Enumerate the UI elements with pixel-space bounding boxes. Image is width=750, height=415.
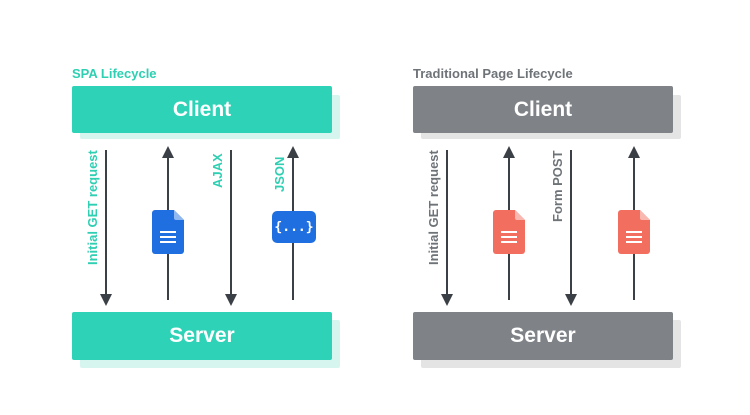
spa-client-box: Client xyxy=(72,86,332,133)
spa-server-box: Server xyxy=(72,312,332,360)
spa-html-document-icon xyxy=(152,210,184,254)
traditional-initial-get-label: Initial GET request xyxy=(426,150,441,265)
json-badge-text: {...} xyxy=(274,219,314,235)
traditional-client-box: Client xyxy=(413,86,673,133)
traditional-lifecycle-title: Traditional Page Lifecycle xyxy=(413,66,573,81)
traditional-server-box: Server xyxy=(413,312,673,360)
traditional-client-label: Client xyxy=(513,97,573,121)
traditional-html-document-icon-2 xyxy=(618,210,650,254)
spa-lifecycle-title: SPA Lifecycle xyxy=(72,66,157,81)
json-data-badge: {...} xyxy=(272,211,316,243)
traditional-server-label: Server xyxy=(510,324,576,347)
spa-client-label: Client xyxy=(172,97,232,121)
traditional-html-document-icon-1 xyxy=(493,210,525,254)
spa-server-label: Server xyxy=(169,324,235,347)
spa-initial-get-label: Initial GET request xyxy=(85,150,100,265)
spa-ajax-label: AJAX xyxy=(210,153,225,188)
spa-json-label: JSON xyxy=(272,156,287,192)
traditional-form-post-label: Form POST xyxy=(550,150,565,222)
